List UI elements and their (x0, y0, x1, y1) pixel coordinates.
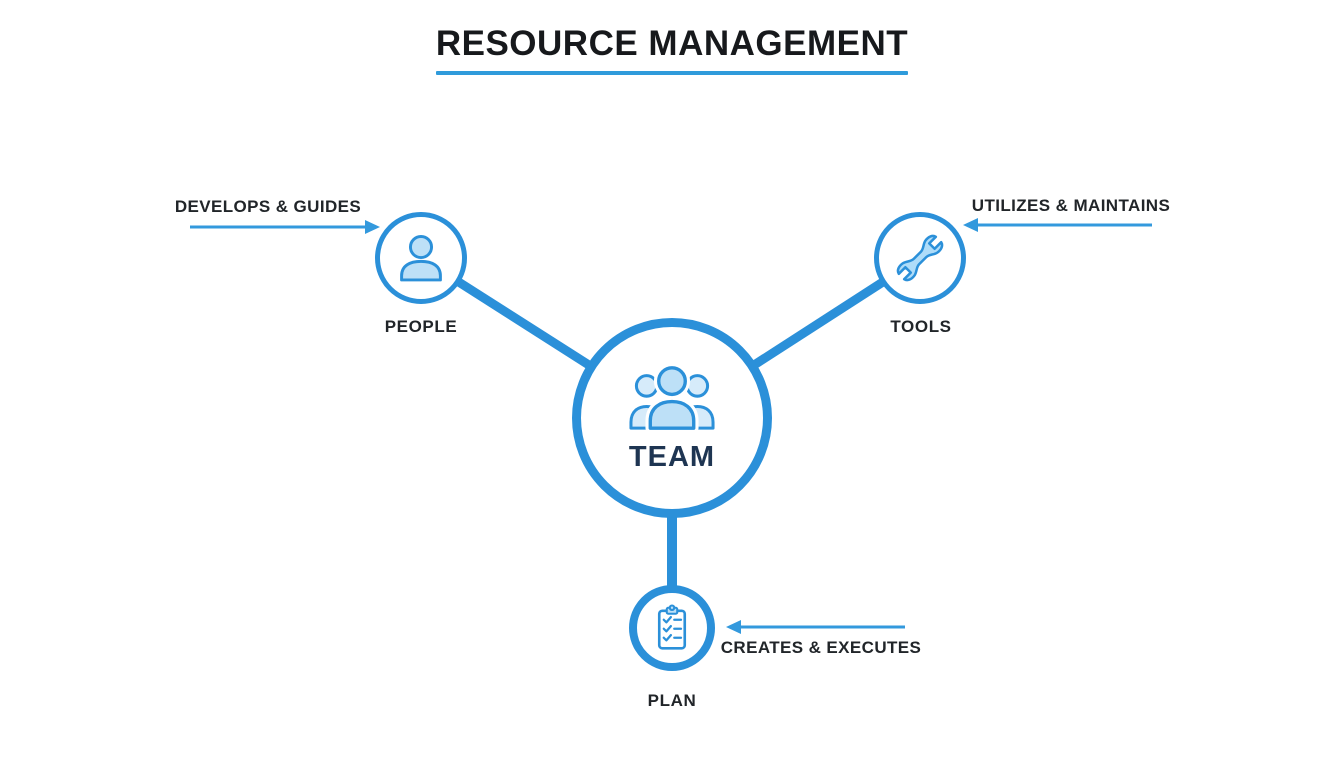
person-icon (400, 235, 442, 282)
node-tools-circle (874, 212, 966, 304)
annotation-utilizes: UTILIZES & MAINTAINS (971, 196, 1171, 215)
annotation-develops: DEVELOPS & GUIDES (174, 197, 362, 216)
node-people-label: PEOPLE (384, 317, 458, 336)
node-plan-label: PLAN (647, 691, 697, 710)
node-tools-label: TOOLS (890, 317, 952, 336)
team-icon (629, 362, 715, 433)
clipboard-icon (657, 604, 687, 650)
annotation-creates: CREATES & EXECUTES (720, 638, 922, 657)
node-people-circle (375, 212, 467, 304)
node-plan-circle (629, 585, 715, 671)
arrow-utilizes (963, 218, 1152, 232)
team-circle: TEAM (572, 318, 772, 518)
title-underline (435, 71, 909, 75)
page-title: RESOURCE MANAGEMENT (435, 24, 909, 63)
wrench-icon (896, 234, 944, 282)
team-label: TEAM (628, 440, 716, 473)
title-block: RESOURCE MANAGEMENT (0, 24, 1344, 75)
arrow-develops (190, 220, 380, 234)
arrow-creates (726, 620, 905, 634)
